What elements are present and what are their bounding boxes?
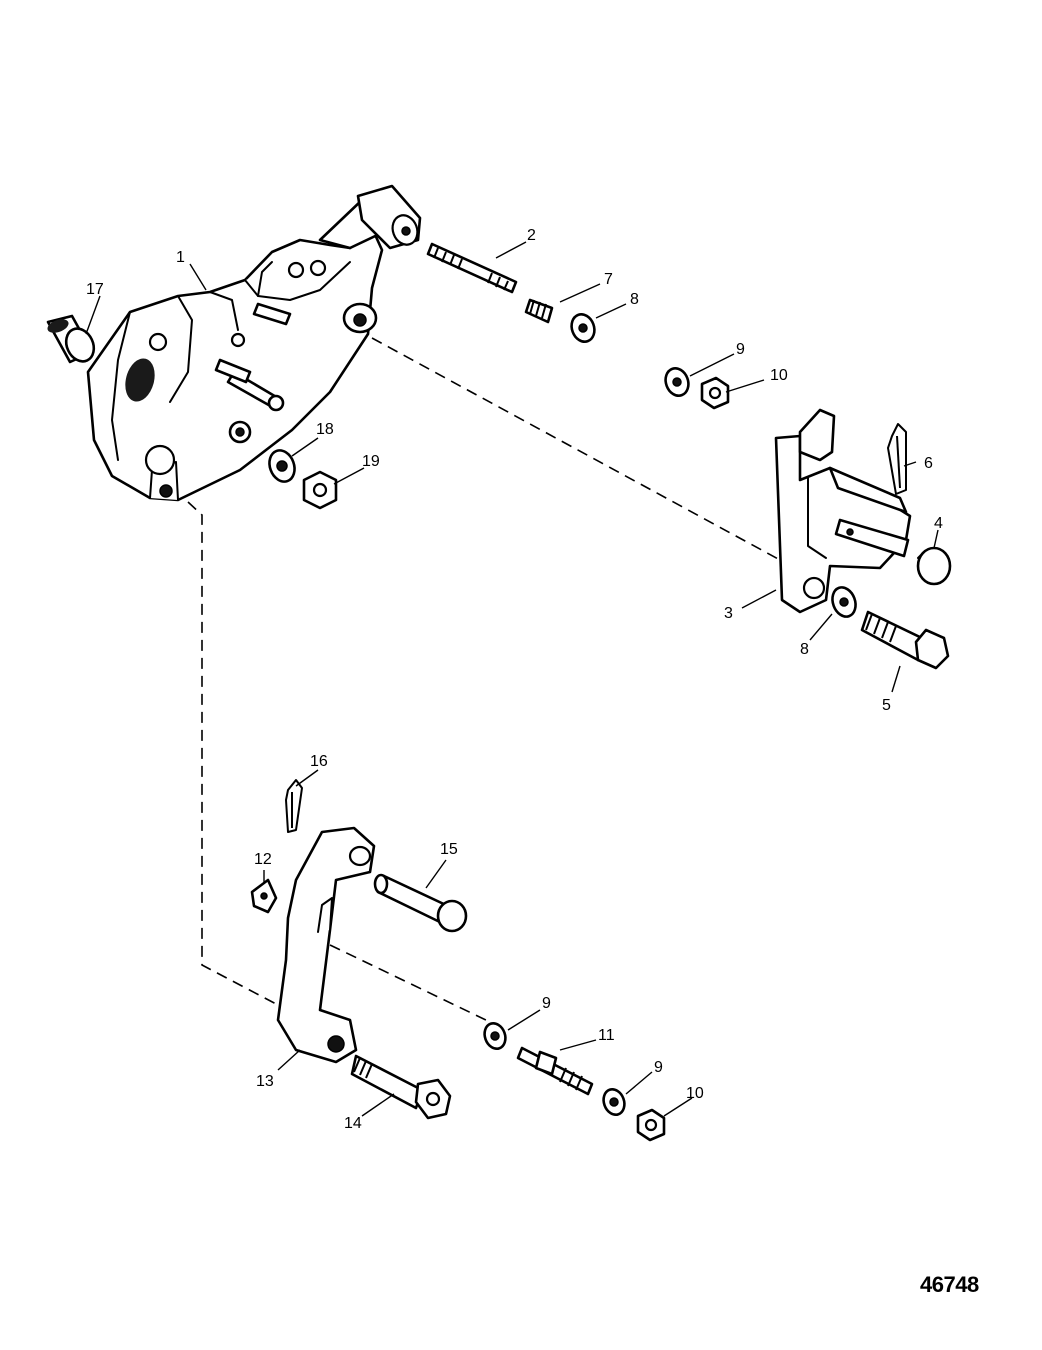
callout-2: 2 xyxy=(527,227,536,244)
part-2-stud xyxy=(426,242,518,294)
callout-9-middle: 9 xyxy=(542,995,551,1012)
part-9-washer-upper xyxy=(664,367,690,397)
part-15-pin xyxy=(373,873,468,933)
part-9-washer-lower xyxy=(602,1088,626,1116)
part-8-washer-lower xyxy=(831,586,857,618)
part-4-cap xyxy=(916,546,952,586)
callout-leaders xyxy=(85,241,939,1117)
part-12-clip xyxy=(250,878,278,914)
part-1-bracket xyxy=(86,184,422,502)
callout-13: 13 xyxy=(256,1073,274,1090)
part-8-washer-upper xyxy=(570,313,596,343)
part-5-bolt xyxy=(860,610,950,670)
part-9-washer-middle xyxy=(483,1022,507,1050)
callout-15: 15 xyxy=(440,841,458,858)
part-13-link-arm xyxy=(276,826,376,1064)
callout-9-upper: 9 xyxy=(736,341,745,358)
part-16-cotter-pin xyxy=(285,779,303,833)
callout-11: 11 xyxy=(598,1027,615,1044)
part-7-spring xyxy=(524,298,554,324)
figure-number: 46748 xyxy=(920,1272,979,1297)
callout-10-lower: 10 xyxy=(686,1085,704,1102)
callout-10-upper: 10 xyxy=(770,367,788,384)
callout-12: 12 xyxy=(254,851,272,868)
callout-3: 3 xyxy=(724,605,733,622)
callout-7: 7 xyxy=(604,271,613,288)
part-10-nut-upper xyxy=(700,376,730,410)
callout-19: 19 xyxy=(362,453,380,470)
part-17-bushing xyxy=(46,314,96,364)
callout-18: 18 xyxy=(316,421,334,438)
callout-1: 1 xyxy=(176,249,185,266)
callout-6: 6 xyxy=(924,455,933,472)
callout-4: 4 xyxy=(934,515,943,532)
part-14-shoulder-bolt xyxy=(350,1054,452,1120)
callout-8-lower: 8 xyxy=(800,641,809,658)
callout-16: 16 xyxy=(310,753,328,770)
part-18-washer xyxy=(268,449,296,483)
callout-14: 14 xyxy=(344,1115,362,1132)
part-6-cotter-pin xyxy=(887,423,907,495)
part-10-nut-lower xyxy=(636,1108,666,1142)
callout-17: 17 xyxy=(86,281,104,298)
part-19-nut xyxy=(302,470,338,510)
callout-9-lower: 9 xyxy=(654,1059,663,1076)
part-3-lever-bracket xyxy=(774,408,912,614)
callout-5: 5 xyxy=(882,697,891,714)
callout-8-upper: 8 xyxy=(630,291,639,308)
callout-numbers: 1 2 7 8 9 10 6 4 3 8 5 17 18 19 16 12 15… xyxy=(86,227,943,1132)
part-11-stud xyxy=(516,1046,594,1096)
